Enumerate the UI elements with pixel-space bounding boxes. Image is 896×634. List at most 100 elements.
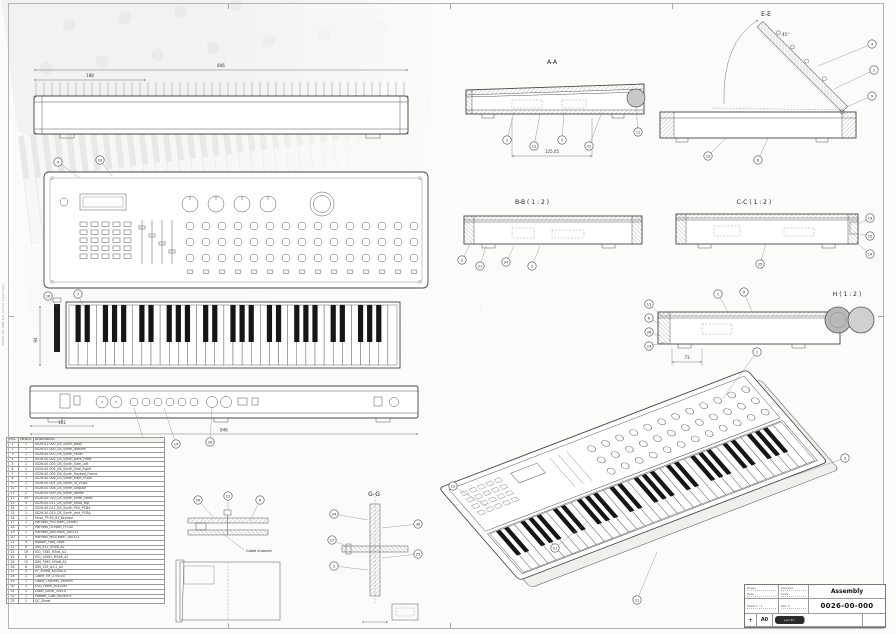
svg-text:14: 14 xyxy=(868,252,873,256)
part-callout xyxy=(529,141,539,151)
svg-text:4: 4 xyxy=(871,42,874,46)
svg-text:9: 9 xyxy=(871,94,874,98)
svg-text:3: 3 xyxy=(844,456,846,460)
part-callout xyxy=(713,289,723,299)
dim-rear-offset: 101 xyxy=(58,420,66,425)
foot xyxy=(365,133,381,139)
svg-text:1: 1 xyxy=(756,350,758,354)
svg-text:11: 11 xyxy=(636,130,641,134)
audio-jack xyxy=(177,397,187,407)
part-callout xyxy=(171,439,181,449)
section-label-gg: G-G xyxy=(368,491,380,498)
screw-head xyxy=(223,509,232,516)
svg-text:2: 2 xyxy=(333,564,335,568)
part-callout xyxy=(644,327,654,337)
svg-text:1: 1 xyxy=(873,68,875,72)
part-callout xyxy=(43,291,53,301)
view-top: 846 188 xyxy=(33,63,409,139)
svg-text:21: 21 xyxy=(553,546,558,550)
title-block: Drawn Date Checked Scale Assembly Sheet … xyxy=(744,584,886,628)
pitch-strip xyxy=(54,304,60,352)
section-label-cc: C-C ( 1 : 2 ) xyxy=(737,199,771,206)
foot xyxy=(59,133,75,139)
section-aa-body xyxy=(465,83,646,119)
sheet-format: A0 xyxy=(757,614,773,626)
part-callout xyxy=(755,259,765,269)
frame-edge-label: 0026-00-000 DS_Synth Assembly xyxy=(1,283,5,345)
foot xyxy=(611,113,625,119)
foot xyxy=(375,417,391,423)
svg-text:8: 8 xyxy=(259,498,262,502)
iso-panel xyxy=(448,375,781,532)
svg-text:26: 26 xyxy=(647,330,652,334)
part-callout xyxy=(550,543,560,553)
svg-text:5: 5 xyxy=(561,138,563,142)
panel-outline xyxy=(43,171,429,289)
part-callout xyxy=(448,481,458,491)
part-callout xyxy=(865,249,875,259)
svg-text:30: 30 xyxy=(416,522,421,526)
headphone-jack xyxy=(59,197,69,207)
part-callout xyxy=(633,127,643,137)
rear-connectors xyxy=(59,393,399,409)
svg-text:6: 6 xyxy=(648,316,651,320)
svg-text:7: 7 xyxy=(77,292,79,296)
panel-underside xyxy=(179,561,281,621)
svg-text:24: 24 xyxy=(332,512,337,516)
part-callout xyxy=(205,437,215,447)
dim-section-aa: 125.05 xyxy=(545,149,559,154)
cable-channel-label: Cable channel xyxy=(246,549,272,553)
dim-open-angle: 45° xyxy=(782,32,789,37)
foot xyxy=(481,113,495,119)
swing-arc xyxy=(723,19,759,105)
usb-port xyxy=(237,397,248,406)
dim-overall-width: 846 xyxy=(217,63,225,68)
display xyxy=(79,193,127,211)
xlr-jack xyxy=(95,395,109,409)
svg-text:25: 25 xyxy=(758,262,763,266)
audio-jack xyxy=(129,397,139,407)
panel-controls xyxy=(50,176,422,284)
sd-slot xyxy=(251,397,259,406)
part-callout xyxy=(502,135,512,145)
part-callout xyxy=(475,261,485,271)
svg-text:23: 23 xyxy=(706,154,711,158)
drawing-number: 0026-00-000 xyxy=(820,602,874,610)
part-callout xyxy=(753,155,763,165)
connector-cutout xyxy=(849,221,859,235)
kensington-slot xyxy=(373,396,383,407)
part-callout xyxy=(457,255,467,265)
title-block-field-checked: Checked Scale xyxy=(779,585,809,598)
svg-text:19: 19 xyxy=(868,216,873,220)
svg-text:2: 2 xyxy=(506,138,508,142)
audio-jack xyxy=(153,397,163,407)
part-callout xyxy=(867,91,877,101)
part-callout xyxy=(527,261,537,271)
title-block-field-drawn: Drawn Date xyxy=(745,585,779,598)
dc-jack xyxy=(389,397,399,407)
section-cc-body xyxy=(675,213,859,249)
audio-jack xyxy=(189,397,199,407)
part-callout xyxy=(413,519,423,529)
svg-text:10: 10 xyxy=(98,158,103,162)
registration-mark: + xyxy=(745,614,757,626)
svg-text:12: 12 xyxy=(532,144,537,148)
part-callout xyxy=(865,231,875,241)
part-callout xyxy=(644,299,654,309)
iso-panel-controls xyxy=(460,386,770,516)
svg-text:25: 25 xyxy=(416,552,421,556)
part-callout xyxy=(584,141,594,151)
section-label-aa: A-A xyxy=(547,59,558,66)
midi-din xyxy=(206,396,218,408)
svg-text:12: 12 xyxy=(451,484,456,488)
part-callout xyxy=(632,595,642,605)
svg-text:22: 22 xyxy=(587,144,592,148)
